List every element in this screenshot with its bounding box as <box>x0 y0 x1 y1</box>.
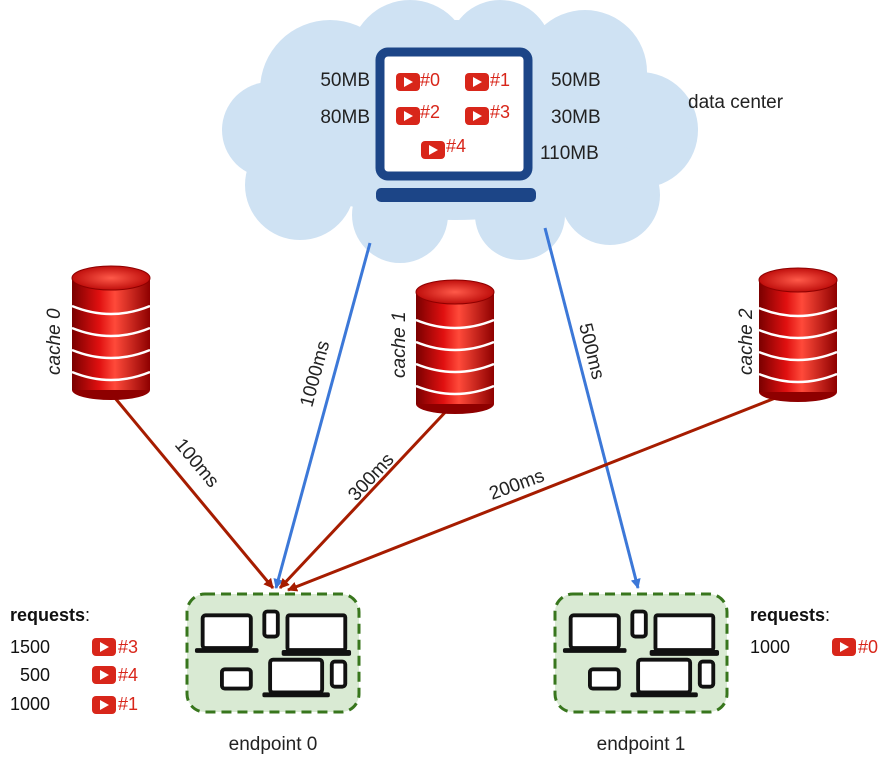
endpoint-label: endpoint 1 <box>597 734 686 755</box>
cache-label: cache 2 <box>736 308 757 375</box>
request-count: 1000 <box>750 637 790 657</box>
video-size: 80MB <box>320 107 370 128</box>
video-id: #2 <box>420 102 440 122</box>
video-icon <box>465 107 489 125</box>
video-icon <box>832 638 856 656</box>
endpoint-1-box <box>553 592 729 714</box>
request-video-id: #3 <box>118 637 138 657</box>
video-size: 50MB <box>320 70 370 91</box>
request-video-id: #1 <box>118 694 138 714</box>
video-icon <box>396 107 420 125</box>
data-center-label: data center <box>688 92 784 113</box>
video-size: 110MB <box>540 143 599 164</box>
request-count: 500 <box>20 665 50 685</box>
request-count: 1000 <box>10 694 50 714</box>
cache-server-icon <box>415 279 495 414</box>
video-icon <box>421 141 445 159</box>
request-video-id: #0 <box>858 637 878 657</box>
link-cache0-endpoint0 <box>108 391 275 589</box>
request-count: 1500 <box>10 637 50 657</box>
video-icon <box>92 666 116 684</box>
link-latency-label: 300ms <box>344 449 398 505</box>
endpoint-label: endpoint 0 <box>229 734 318 755</box>
requests-heading: requests: <box>10 605 90 625</box>
link-cache2-endpoint0 <box>287 393 784 592</box>
video-icon <box>92 696 116 714</box>
cache-server-icon <box>71 265 151 400</box>
video-size: 50MB <box>551 70 601 91</box>
link-datacenter-endpoint1 <box>543 227 641 589</box>
requests-heading: requests: <box>750 605 830 625</box>
video-id: #1 <box>490 70 510 90</box>
video-id: #4 <box>446 136 466 156</box>
link-latency-label: 500ms <box>574 321 608 381</box>
request-video-id: #4 <box>118 665 138 685</box>
link-cache1-endpoint0 <box>278 403 454 590</box>
video-size: 30MB <box>551 107 601 128</box>
cache-label: cache 0 <box>44 308 65 375</box>
link-datacenter-endpoint0 <box>273 242 372 589</box>
video-icon <box>465 73 489 91</box>
video-icon <box>396 73 420 91</box>
link-latency-label: 100ms <box>170 435 223 492</box>
video-id: #0 <box>420 70 440 90</box>
cache-label: cache 1 <box>389 311 410 378</box>
endpoint-0-box <box>185 592 361 714</box>
video-icon <box>92 638 116 656</box>
video-id: #3 <box>490 102 510 122</box>
cache-server-icon <box>758 267 838 402</box>
